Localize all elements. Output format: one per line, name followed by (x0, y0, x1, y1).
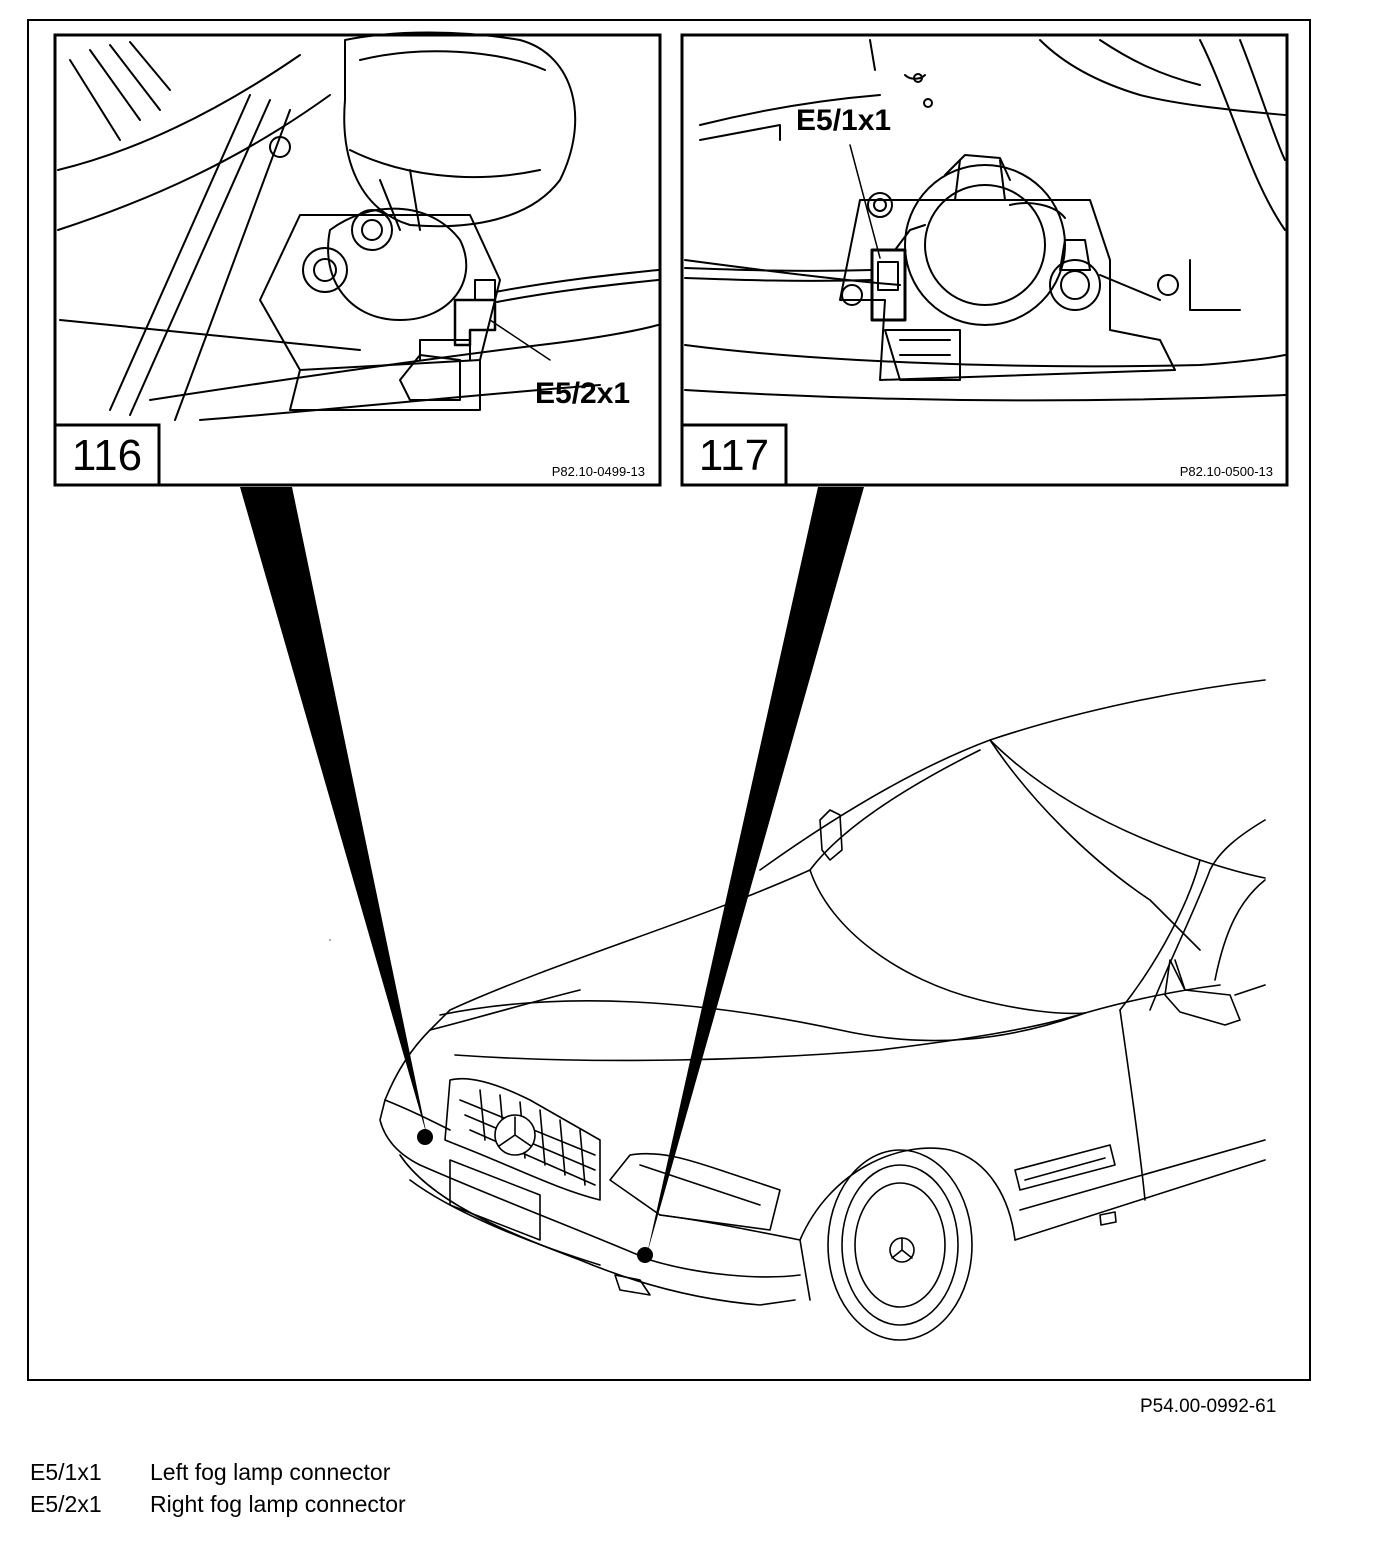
panel-ref-116: P82.10-0499-13 (552, 464, 645, 479)
legend-row: E5/1x1 Left fog lamp connector (30, 1456, 406, 1488)
callout-e5-1x1: E5/1x1 (796, 104, 891, 137)
legend-description: Left fog lamp connector (150, 1459, 391, 1485)
car-front-illustration (379, 679, 1266, 1341)
legend-code: E5/1x1 (30, 1459, 102, 1485)
legend: E5/1x1 Left fog lamp connector E5/2x1 Ri… (30, 1456, 406, 1520)
legend-row: E5/2x1 Right fog lamp connector (30, 1488, 406, 1520)
outer-frame (27, 19, 1311, 1381)
legend-description: Right fog lamp connector (150, 1491, 406, 1517)
detail-panel-117: 117 E5/1x1 P82.10-0500-13 (680, 33, 1289, 487)
figure-reference: P54.00-0992-61 (1140, 1396, 1277, 1417)
pointer-beam-116 (240, 487, 427, 1136)
legend-code: E5/2x1 (30, 1491, 102, 1517)
callout-e5-2x1: E5/2x1 (535, 377, 630, 410)
panel-ref-117: P82.10-0500-13 (1180, 464, 1273, 479)
pointer-beam-117 (647, 487, 864, 1254)
panel-number-117: 117 (699, 431, 769, 480)
left-fog-lamp-illustration (684, 39, 1286, 402)
detail-panel-116: 116 E5/2x1 P82.10-0499-13 (53, 31, 662, 487)
location-dot-116 (417, 1129, 433, 1145)
panel-number-116: 116 (72, 431, 142, 480)
right-fog-lamp-illustration (57, 31, 659, 421)
